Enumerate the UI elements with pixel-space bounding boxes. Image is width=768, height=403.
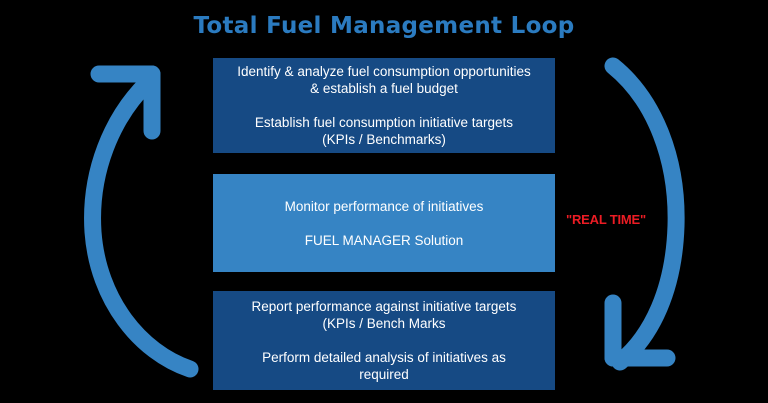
caption-left (118, 176, 214, 208)
left-arrow (84, 65, 199, 378)
caption-right: "REAL TIME" (558, 178, 654, 244)
process-box-plan: Identify & analyze fuel consumption oppo… (213, 58, 555, 153)
box-report-paragraph-2: Perform detailed analysis of initiatives… (262, 350, 506, 382)
real-time-badge: "REAL TIME" (566, 212, 646, 227)
box-plan-paragraph-2: Establish fuel consumption initiative ta… (254, 115, 514, 147)
box-plan-paragraph-1: Identify & analyze fuel consumption oppo… (237, 64, 531, 96)
process-box-report: Report performance against initiative ta… (213, 291, 555, 390)
page-title: Total Fuel Management Loop (193, 13, 575, 39)
box-monitor-paragraph-1: Monitor performance of initiatives (284, 198, 484, 214)
box-report-paragraph-1: Report performance against initiative ta… (251, 299, 517, 331)
box-monitor-paragraph-2: FUEL MANAGER Solution (304, 232, 464, 248)
process-box-monitor: Monitor performance of initiatives FUEL … (213, 174, 555, 272)
